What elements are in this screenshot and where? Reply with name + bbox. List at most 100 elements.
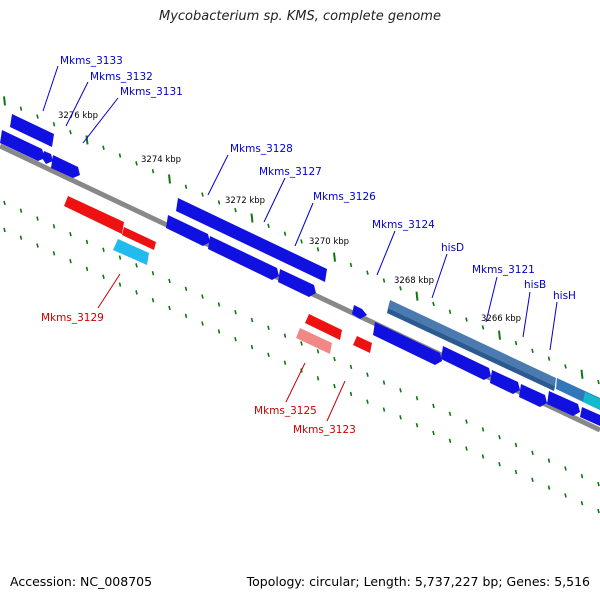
tick-mark [184,286,188,291]
tick-mark [201,321,204,326]
tick-mark [333,252,336,262]
map-title: Mycobacterium sp. KMS, complete genome [159,9,441,24]
gene-Mkms_3133[interactable] [10,114,54,147]
gene-label-Mkms_3127[interactable]: Mkms_3127 [259,166,322,178]
tick-mark [19,208,23,213]
gene-label-hisD[interactable]: hisD [441,242,464,254]
tick-mark [85,266,89,272]
gene-label-Mkms_3125[interactable]: Mkms_3125 [254,405,317,417]
gene-Mkms_3118[interactable] [580,407,600,426]
tick-mark [448,438,452,443]
gene-Mkms_3129b[interactable] [122,227,156,250]
tick-mark [19,235,23,240]
tick-mark [316,349,320,354]
forward-genes [0,114,600,426]
gene-Mkms_3130[interactable] [51,155,80,178]
gene-label-Mkms_3131[interactable]: Mkms_3131 [120,86,183,98]
tick-mark [102,247,105,252]
tick-mark [498,434,501,440]
leader-line [82,97,119,144]
tick-mark [382,407,386,412]
gene-label-Mkms_3126[interactable]: Mkms_3126 [313,191,376,203]
tick-mark [3,96,6,106]
gene-Mkms_3126b[interactable] [278,269,316,297]
tick-mark [36,243,39,248]
leader-line [522,291,531,338]
gene-label-hisH[interactable]: hisH [553,290,576,302]
scale-labels: 3276 kbp 3274 kbp 3272 kbp 3270 kbp 3268… [58,111,521,324]
gene-label-Mkms_3128[interactable]: Mkms_3128 [230,143,293,155]
gene-label-Mkms_3132[interactable]: Mkms_3132 [90,71,153,83]
gene-Mkms_3132[interactable] [0,130,45,161]
scale-label: 3270 kbp [309,237,349,247]
gene-label-Mkms_3129[interactable]: Mkms_3129 [41,312,104,324]
tick-mark [432,301,435,307]
gene-Mkms_3125[interactable] [305,314,342,340]
tick-mark [135,263,138,268]
tick-mark [481,427,485,432]
tick-mark [52,122,56,127]
tick-mark [250,344,254,350]
tick-mark [531,348,534,354]
leader-line [65,81,89,127]
tick-mark [448,411,452,416]
gene-Mkms_3128[interactable] [176,198,327,282]
tick-mark [267,352,270,358]
gene-label-hisB[interactable]: hisB [524,279,546,291]
gene-hisD[interactable] [388,300,556,386]
tick-mark [531,477,534,483]
gene-Mkms_3121[interactable] [441,346,491,380]
gene-hisB[interactable] [519,384,547,407]
tick-mark [102,274,105,279]
tick-mark [267,325,270,331]
gene-Mkms_3129c[interactable] [113,239,149,265]
gene-hisC[interactable] [490,370,520,394]
gene-label-Mkms_3124[interactable]: Mkms_3124 [372,219,435,231]
tick-mark [283,333,287,338]
gene-Mkms_3122[interactable] [373,322,442,365]
tick-mark [52,251,56,256]
scale-label: 3266 kbp [481,314,521,324]
gene-Mkms_3125b[interactable] [296,328,332,354]
tick-mark [69,129,72,135]
gene-hisD-band[interactable] [387,308,555,391]
tick-mark [514,442,518,448]
gene-Mkms_3131[interactable] [42,151,53,164]
tick-mark [69,231,72,237]
leader-line [97,273,121,309]
gene-Mkms_3123[interactable] [353,336,372,353]
tick-mark [250,317,254,323]
leader-line [485,276,498,323]
tick-mark [102,145,105,150]
gene-Mkms_3127[interactable] [166,215,210,246]
tick-mark [465,419,468,424]
gene-label-Mkms_3121[interactable]: Mkms_3121 [472,264,535,276]
tick-mark [481,325,485,330]
tick-mark [118,255,122,260]
tick-mark [597,508,600,514]
tick-mark [316,247,320,252]
leader-line [326,380,346,422]
tick-mark [85,239,89,245]
gene-hisH[interactable] [547,391,580,416]
gene-Mkms_3124[interactable] [352,305,367,319]
gene-label-Mkms_3123[interactable]: Mkms_3123 [293,424,356,436]
tick-mark [283,231,287,236]
tick-mark [3,227,6,233]
tick-mark [465,446,468,451]
tick-mark [366,372,369,377]
tick-mark [3,200,6,206]
tick-mark [547,356,551,361]
gene-hisF[interactable] [583,392,600,410]
gene-Mkms_3126[interactable] [208,236,279,280]
tick-mark [118,282,122,287]
tick-mark [415,422,419,428]
tick-mark [382,380,386,385]
tick-mark [250,213,254,223]
tick-mark [349,364,353,370]
gene-label-Mkms_3133[interactable]: Mkms_3133 [60,55,123,67]
gene-Mkms_3129[interactable] [64,196,124,234]
leader-line [294,202,314,247]
tick-mark [184,184,188,189]
